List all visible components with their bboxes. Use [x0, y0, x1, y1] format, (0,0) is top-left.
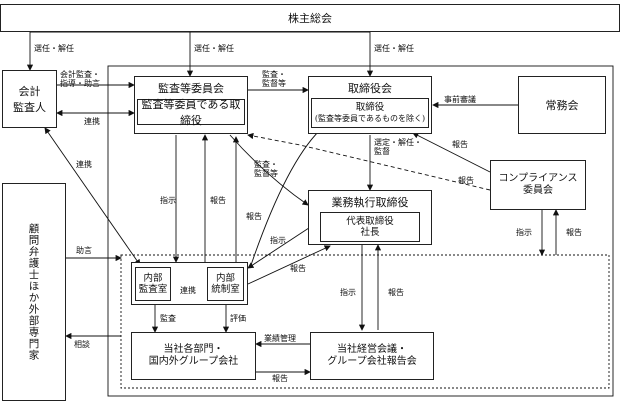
edge-label-instruction-bottom: 指示: [340, 288, 356, 297]
edge-label-report-compliance-down: 報告: [566, 228, 582, 237]
edge-label-audit: 監査: [160, 314, 176, 323]
edge-label-business-mgmt: 業績管理: [264, 334, 296, 343]
board-director: 取締役: [355, 101, 385, 113]
edge-label-select-supervise: 選定・解任・ 監督: [374, 138, 422, 157]
edge-label-report-bottom: 報告: [388, 288, 404, 297]
board-title: 取締役会: [348, 82, 392, 95]
edge-label-audit-supervise-top: 監査・ 監督等: [262, 70, 286, 89]
board-director-note: (監査等委員であるものを除く): [314, 114, 426, 124]
external-advisors: 顧問弁護士ほか外部専門家: [2, 183, 66, 401]
edge-label-instruction-audit: 指示: [160, 196, 176, 205]
board-director-box: 取締役 (監査等委員であるものを除く): [311, 98, 429, 128]
external-advisors-label: 顧問弁護士ほか外部専門家: [27, 223, 40, 361]
edge-label-report-final: 報告: [272, 374, 288, 383]
edge-label-report-mid: 報告: [246, 212, 262, 221]
business-executive-officer: 業務執行取締役 代表取締役 社長: [308, 190, 432, 245]
audit-committee-director: 監査等委員である取締役: [137, 98, 245, 127]
edge-label-prior-review: 事前審議: [444, 95, 476, 104]
board-of-directors: 取締役会 取締役 (監査等委員であるものを除く): [308, 76, 432, 134]
audit-committee: 監査等委員会 監査等委員である取締役: [134, 76, 248, 134]
group-frame: [120, 254, 610, 389]
edge-label-appoint-auditor: 選任・解任: [34, 44, 74, 53]
business-officer-title: 業務執行取締役: [331, 196, 409, 209]
edge-label-cooperation-inner: 連携: [180, 286, 196, 295]
edge-label-appoint-committee: 選任・解任: [194, 44, 234, 53]
edge-label-audit-supervise-mid: 監査・ 監督等: [254, 160, 278, 179]
edge-label-report-ic: 報告: [290, 264, 306, 273]
edge-label-report-audit: 報告: [210, 196, 226, 205]
edge-label-report-board: 報告: [452, 140, 468, 149]
edge-label-accounting-audit: 会計監査・ 指導・助言: [60, 70, 100, 89]
executive-committee: 常務会: [518, 76, 606, 134]
accounting-auditor: 会計 監査人: [2, 70, 57, 128]
edge-label-instruction-mid: 指示: [270, 236, 286, 245]
edge-label-appoint-board: 選任・解任: [374, 44, 414, 53]
edge-label-report-compliance: 報告: [458, 176, 474, 185]
edge-label-cooperation-auditor: 連携: [84, 117, 100, 126]
ceo-label: 代表取締役: [346, 215, 394, 227]
audit-committee-title: 監査等委員会: [158, 82, 224, 95]
shareholders-meeting: 株主総会: [0, 4, 620, 32]
compliance-committee: コンプライアンス 委員会: [490, 160, 586, 210]
president-label: 社長: [360, 227, 380, 238]
ceo-box: 代表取締役 社長: [320, 212, 420, 242]
edge-label-consult: 相談: [74, 340, 90, 349]
internal-control-office: 内部 統制室: [207, 267, 244, 301]
edge-label-cooperation-left: 連携: [76, 160, 92, 169]
departments-group-companies: 当社各部門・ 国内外グループ会社: [131, 332, 256, 380]
internal-audit-office: 内部 監査室: [135, 267, 171, 301]
edge-label-instruction-compliance: 指示: [516, 228, 532, 237]
edge-label-evaluation: 評価: [230, 314, 246, 323]
management-meeting: 当社経営会議・ グループ会社報告会: [310, 332, 434, 380]
edge-label-advice: 助言: [76, 246, 92, 255]
